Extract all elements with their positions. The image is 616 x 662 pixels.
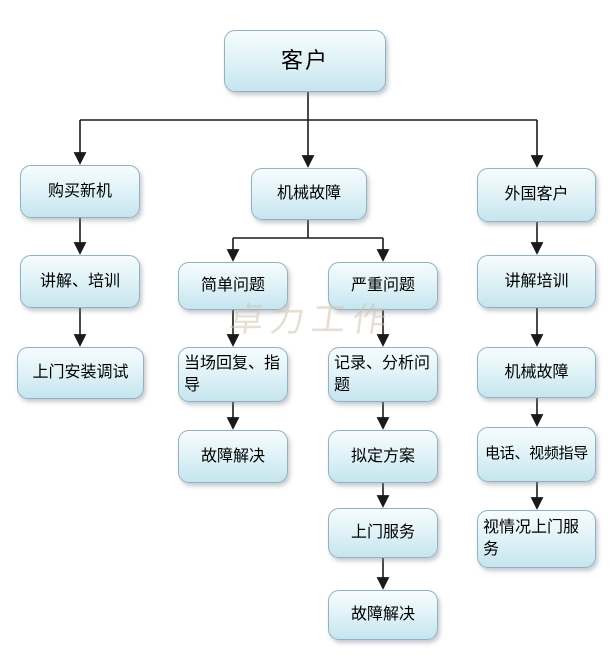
node-explain-training-left: 讲解、培训 xyxy=(20,255,140,308)
node-record-analyze-problem: 记录、分析问题 xyxy=(328,347,438,402)
node-onsite-reply-guidance: 当场回复、指导 xyxy=(178,347,288,402)
node-phone-video-guidance: 电话、视频指导 xyxy=(477,427,596,482)
node-explain-training-right: 讲解培训 xyxy=(477,255,596,308)
node-draft-plan: 拟定方案 xyxy=(328,430,438,483)
node-mechanical-fault: 机械故障 xyxy=(251,168,367,220)
node-serious-problem: 严重问题 xyxy=(328,262,438,310)
node-buy-new-machine: 购买新机 xyxy=(20,165,140,218)
node-fault-resolved-simple: 故障解决 xyxy=(178,430,288,483)
node-onsite-service: 上门服务 xyxy=(328,508,438,558)
node-onsite-service-depends: 视情况上门服务 xyxy=(477,510,596,568)
node-simple-problem: 简单问题 xyxy=(178,262,288,310)
node-customer: 客户 xyxy=(224,30,386,92)
node-fault-resolved-serious: 故障解决 xyxy=(328,590,438,640)
node-onsite-install-debug: 上门安装调试 xyxy=(17,347,144,399)
node-mechanical-fault-right: 机械故障 xyxy=(477,347,596,398)
node-foreign-customer: 外国客户 xyxy=(477,168,596,222)
